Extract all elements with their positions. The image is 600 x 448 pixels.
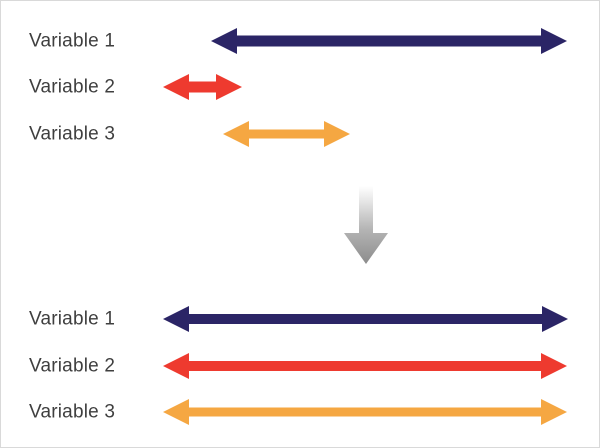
double-headed-arrow-icon: [163, 74, 242, 100]
top-row-2-arrow: [163, 74, 242, 100]
down-arrow-icon: [344, 186, 388, 264]
top-row-1-arrow: [211, 28, 567, 54]
bottom-row-2-arrow: [163, 353, 567, 379]
bottom-row-3-arrow: [163, 399, 567, 425]
transition-down-arrow: [344, 186, 388, 264]
bottom-row-2-label: Variable 2: [29, 355, 116, 377]
top-row-1-label: Variable 1: [29, 30, 116, 52]
top-row-3-label: Variable 3: [29, 123, 116, 145]
bottom-row-3-label: Variable 3: [29, 401, 116, 423]
top-row-3-arrow: [223, 121, 350, 147]
bottom-row-1-label: Variable 1: [29, 308, 116, 330]
double-headed-arrow-icon: [163, 353, 567, 379]
double-headed-arrow-icon: [163, 399, 567, 425]
double-headed-arrow-icon: [163, 306, 568, 332]
double-headed-arrow-icon: [211, 28, 567, 54]
top-row-2-label: Variable 2: [29, 76, 116, 98]
double-headed-arrow-icon: [223, 121, 350, 147]
bottom-row-1-arrow: [163, 306, 568, 332]
